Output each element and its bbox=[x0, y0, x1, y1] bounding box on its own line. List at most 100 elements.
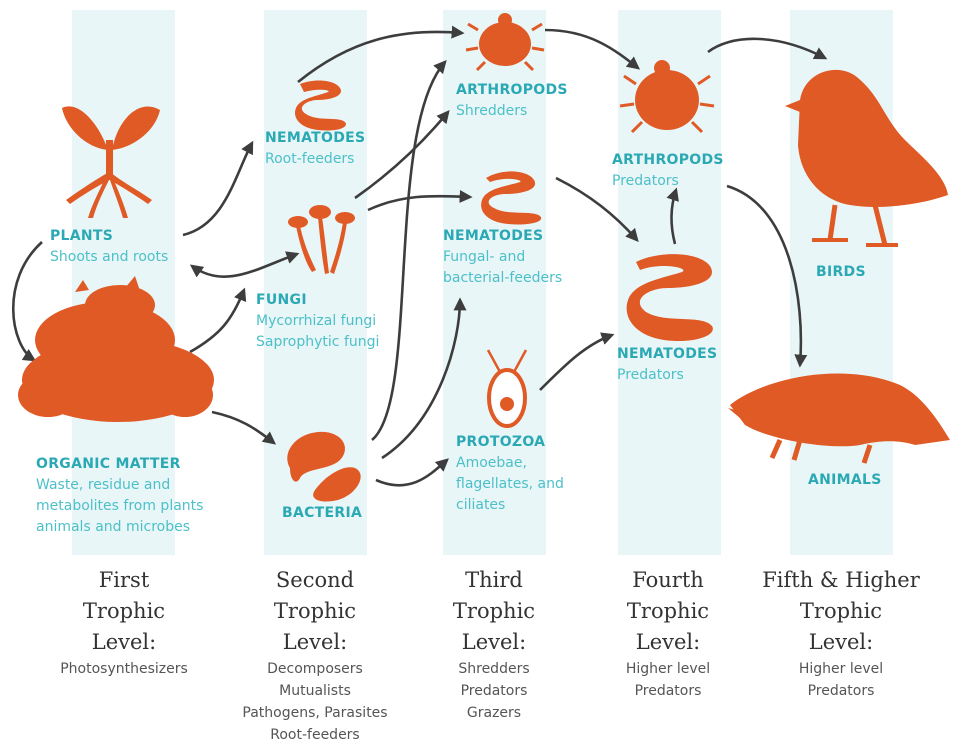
trophic-level-1: First Trophic Level: Photosynthesizers bbox=[29, 565, 219, 680]
level-1-heading-2: Trophic bbox=[82, 599, 166, 623]
arrow-fungi-nematodes bbox=[367, 189, 473, 212]
level-3-heading-2: Trophic bbox=[452, 599, 536, 623]
animals-title: ANIMALS bbox=[808, 472, 882, 488]
level-3-heading-3: Level: bbox=[461, 630, 527, 654]
level-5-sub-2: Predators bbox=[807, 683, 875, 699]
organic-matter-label: ORGANIC MATTER Waste, residue and metabo… bbox=[36, 454, 203, 538]
fungi-title: FUNGI bbox=[256, 292, 307, 308]
animals-label: ANIMALS bbox=[808, 470, 882, 491]
arrow-nematodes-nematodes bbox=[555, 176, 639, 242]
nematodes-root-feeders-label: NEMATODES Root-feeders bbox=[265, 128, 365, 170]
fungi-desc-1: Mycorrhizal fungi bbox=[256, 313, 377, 329]
level-2-heading-2: Trophic bbox=[273, 599, 357, 623]
plants-label: PLANTS Shoots and roots bbox=[50, 226, 168, 268]
nematodes-fungal-label: NEMATODES Fungal- and bacterial-feeders bbox=[443, 226, 562, 289]
nematodes-fungal-desc-2: bacterial-feeders bbox=[443, 270, 563, 286]
trophic-level-3: Third Trophic Level: Shredders Predators… bbox=[399, 565, 589, 724]
level-5-heading-1: Fifth & Higher bbox=[762, 568, 920, 592]
nematodes-predators-label: NEMATODES Predators bbox=[617, 344, 717, 386]
arthropods-predators-desc: Predators bbox=[612, 173, 679, 189]
arrow-plants-fungi bbox=[189, 251, 300, 278]
level-3-sub-2: Predators bbox=[460, 683, 528, 699]
level-1-heading-3: Level: bbox=[91, 630, 157, 654]
trophic-level-2: Second Trophic Level: Decomposers Mutual… bbox=[220, 565, 410, 746]
arrow-bacteria-protozoa bbox=[375, 458, 449, 487]
level-2-sub-1: Decomposers bbox=[267, 661, 363, 677]
arrow-bacteria-arthropods bbox=[371, 60, 447, 441]
arrow-bacteria-nematodes bbox=[381, 297, 467, 460]
arrow-arthropods-birds bbox=[707, 37, 828, 60]
plants-desc: Shoots and roots bbox=[50, 249, 169, 265]
bacteria-icon bbox=[287, 431, 361, 502]
nematode-icon-fungal-feeders bbox=[481, 171, 542, 225]
arthropods-shredders-desc: Shredders bbox=[456, 103, 528, 119]
arrow-organic-fungi bbox=[189, 287, 247, 354]
organic-matter-desc-3: animals and microbes bbox=[36, 519, 191, 535]
level-3-band bbox=[443, 10, 546, 555]
level-2-heading-3: Level: bbox=[282, 630, 348, 654]
level-3-sub-1: Shredders bbox=[458, 661, 530, 677]
level-5-sub-1: Higher level bbox=[798, 661, 884, 677]
bird-icon bbox=[785, 69, 948, 247]
level-2-heading-1: Second bbox=[275, 568, 355, 592]
birds-label: BIRDS bbox=[816, 262, 866, 283]
beetle-icon-predators bbox=[619, 60, 715, 134]
bacteria-title: BACTERIA bbox=[282, 505, 363, 521]
level-2-sub-4: Root-feeders bbox=[270, 727, 360, 743]
nematodes-fungal-title: NEMATODES bbox=[443, 228, 544, 244]
level-3-sub-3: Grazers bbox=[466, 705, 522, 721]
protozoa-desc-2: flagellates, and bbox=[456, 476, 564, 492]
protozoa-desc-3: ciliates bbox=[456, 497, 506, 513]
protozoa-title: PROTOZOA bbox=[456, 434, 546, 450]
arrow-plants-nematodes bbox=[182, 140, 254, 237]
trophic-level-5: Fifth & Higher Trophic Level: Higher lev… bbox=[746, 565, 936, 702]
arrow-arthropods-arthropods bbox=[544, 28, 641, 70]
protozoa-desc-1: Amoebae, bbox=[456, 455, 527, 471]
fungi-desc-2: Saprophytic fungi bbox=[256, 334, 380, 350]
arrow-fungi-arthropods bbox=[354, 109, 450, 200]
nematode-icon-root-feeders bbox=[294, 80, 346, 131]
level-4-heading-1: Fourth bbox=[632, 568, 704, 592]
arrow-plants-organic bbox=[12, 241, 43, 362]
nematodes-fungal-desc-1: Fungal- and bbox=[443, 249, 526, 265]
arrows bbox=[12, 25, 828, 487]
arthropods-shredders-label: ARTHROPODS Shredders bbox=[456, 80, 568, 122]
arthropods-predators-title: ARTHROPODS bbox=[612, 152, 724, 168]
beetle-icon-shredders bbox=[465, 13, 545, 72]
organic-matter-icon bbox=[18, 276, 214, 422]
organic-matter-desc-2: metabolites from plants bbox=[36, 498, 204, 514]
level-4-sub-1: Higher level bbox=[625, 661, 711, 677]
level-4-heading-3: Level: bbox=[635, 630, 701, 654]
level-1-heading-1: First bbox=[98, 568, 150, 592]
protozoa-icon bbox=[486, 349, 528, 428]
level-4-sub-2: Predators bbox=[634, 683, 702, 699]
nematodes-root-feeders-desc: Root-feeders bbox=[265, 151, 355, 167]
fungi-label: FUNGI Mycorrhizal fungi Saprophytic fung… bbox=[256, 290, 379, 353]
plants-title: PLANTS bbox=[50, 228, 114, 244]
level-2-sub-3: Pathogens, Parasites bbox=[242, 705, 388, 721]
arthropods-shredders-title: ARTHROPODS bbox=[456, 82, 568, 98]
organic-matter-desc-1: Waste, residue and bbox=[36, 477, 171, 493]
level-5-heading-3: Level: bbox=[808, 630, 874, 654]
nematodes-root-feeders-title: NEMATODES bbox=[265, 130, 366, 146]
level-2-sub-2: Mutualists bbox=[279, 683, 351, 699]
level-1-band bbox=[72, 10, 175, 555]
nematodes-predators-title: NEMATODES bbox=[617, 346, 718, 362]
nematode-icon-predators bbox=[626, 254, 713, 342]
birds-title: BIRDS bbox=[816, 264, 866, 280]
arrow-nematodes-arthropods-pred bbox=[666, 187, 679, 245]
bacteria-label: BACTERIA bbox=[282, 503, 362, 524]
sprout-icon bbox=[62, 106, 160, 218]
arrow-organic-bacteria bbox=[211, 410, 277, 445]
mushroom-icon bbox=[288, 205, 355, 274]
arrow-arthropods-animals bbox=[726, 184, 808, 368]
level-4-heading-2: Trophic bbox=[626, 599, 710, 623]
mole-icon bbox=[728, 373, 950, 464]
arthropods-predators-label: ARTHROPODS Predators bbox=[612, 150, 724, 192]
trophic-level-4: Fourth Trophic Level: Higher level Preda… bbox=[573, 565, 763, 702]
organic-matter-title: ORGANIC MATTER bbox=[36, 456, 181, 472]
level-1-sub-1: Photosynthesizers bbox=[60, 661, 188, 677]
protozoa-label: PROTOZOA Amoebae, flagellates, and cilia… bbox=[456, 432, 564, 516]
arrow-protozoa-nematodes bbox=[539, 332, 615, 391]
